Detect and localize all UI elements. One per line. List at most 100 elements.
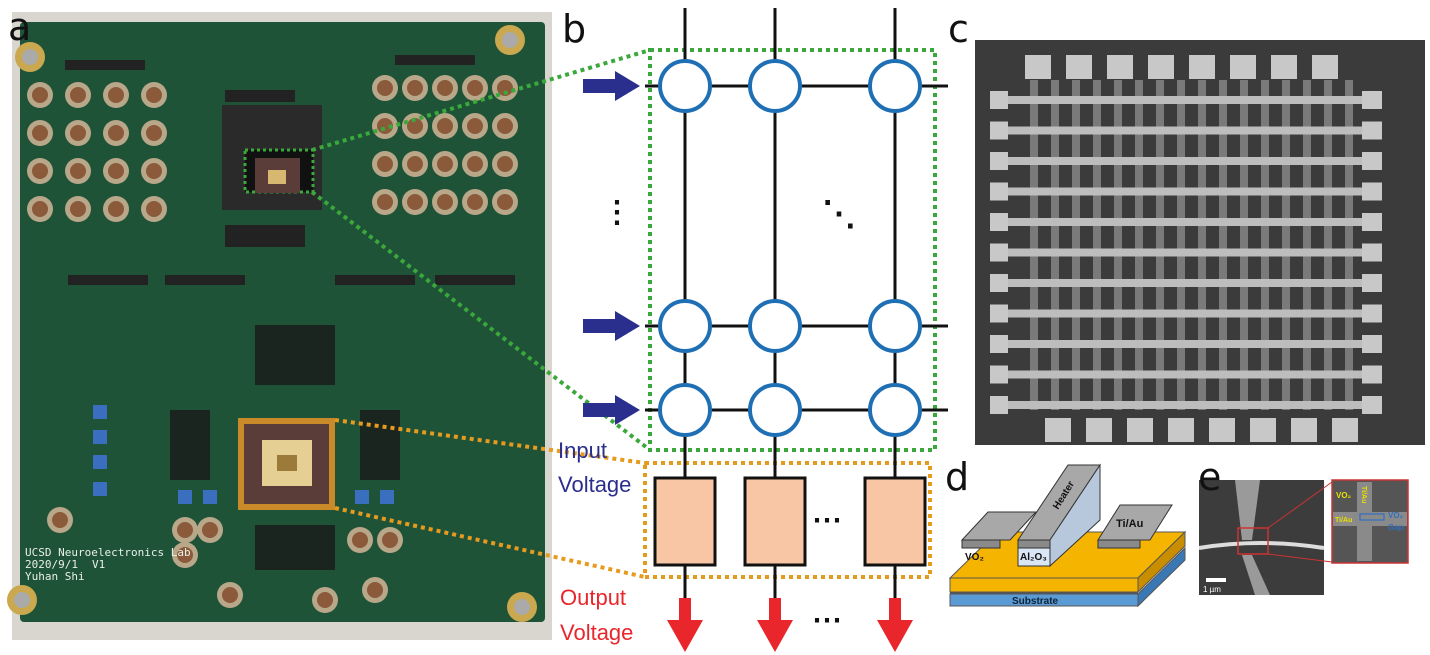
- memristor-node: [748, 299, 802, 353]
- column-electrode: [1051, 80, 1059, 410]
- top-pad: [1230, 55, 1256, 79]
- vo2-label: VO₂: [965, 552, 984, 563]
- output-voltage-label-2: Voltage: [560, 620, 633, 645]
- bnc-connector-core: [382, 532, 398, 548]
- bnc-connector-core: [146, 87, 162, 103]
- al2o3-label: Al₂O₃: [1020, 552, 1047, 563]
- bnc-connector-core: [146, 125, 162, 141]
- bnc-connector-core: [108, 125, 124, 141]
- bnc-connector-core: [177, 522, 193, 538]
- column-electrode: [1093, 80, 1101, 410]
- top-chip-socket: [222, 105, 322, 210]
- left-pad: [990, 152, 1008, 170]
- bnc-connector-core: [497, 80, 513, 96]
- bottom-pad: [1250, 418, 1276, 442]
- right-pad: [1362, 121, 1382, 140]
- bnc-connector-core: [437, 118, 453, 134]
- bnc-connector-core: [467, 194, 483, 210]
- corner-screws: [7, 25, 537, 622]
- column-electrode: [1198, 80, 1206, 410]
- row-electrode: [1008, 340, 1368, 348]
- column-electrode: [1324, 80, 1332, 410]
- right-pad: [1362, 152, 1382, 170]
- bottom-pad: [1127, 418, 1153, 442]
- top-pad: [1271, 55, 1297, 79]
- bnc-connector-core: [32, 163, 48, 179]
- bnc-connector-core: [70, 125, 86, 141]
- right-pad: [1362, 91, 1382, 109]
- output-arrow: [667, 598, 703, 652]
- left-pad: [990, 213, 1008, 231]
- panel-d-device-schematic: [948, 463, 1187, 608]
- row-electrode: [1008, 279, 1368, 287]
- top-pad: [1312, 55, 1338, 79]
- bnc-connector-core: [317, 592, 333, 608]
- input-voltage-label-2: Voltage: [558, 472, 631, 497]
- column-electrode: [1114, 80, 1122, 410]
- column-electrode: [1219, 80, 1227, 410]
- bnc-connector-core: [377, 156, 393, 172]
- memristor-node: [868, 383, 922, 437]
- panel-b-crossbar: [583, 8, 948, 652]
- input-arrow: [583, 311, 640, 341]
- row-electrode: [1008, 96, 1368, 104]
- panel-e-sem-image: [1198, 479, 1409, 595]
- pcb-lab-text: UCSD Neuroelectronics Lab: [25, 546, 191, 559]
- scale-bar-label: 1 µm: [1203, 585, 1221, 594]
- bnc-connector-core: [497, 118, 513, 134]
- output-voltage-label-1: Output: [560, 585, 626, 610]
- input-arrow: [583, 395, 640, 425]
- bnc-connector-core: [146, 201, 162, 217]
- bnc-connector-core: [52, 512, 68, 528]
- bnc-connector-core: [108, 201, 124, 217]
- column-electrode: [1303, 80, 1311, 410]
- left-pad: [990, 274, 1008, 292]
- memristor-node: [868, 59, 922, 113]
- tiau-label: Ti/Au: [1116, 518, 1143, 530]
- column-electrode: [1177, 80, 1185, 410]
- bnc-connector-core: [467, 156, 483, 172]
- column-electrode: [1240, 80, 1248, 410]
- panel-label-b: b: [562, 7, 586, 51]
- right-pad: [1362, 274, 1382, 292]
- row-electrode: [1008, 218, 1368, 226]
- memristor-node: [658, 383, 712, 437]
- bnc-connector-core: [70, 163, 86, 179]
- left-pad: [990, 182, 1008, 201]
- right-pad: [1362, 213, 1382, 231]
- output-arrow: [757, 598, 793, 652]
- output-arrow: [877, 598, 913, 652]
- bottom-pad: [1086, 418, 1112, 442]
- panel-c-sem-array: [975, 40, 1425, 445]
- inset-tiau-label: Ti/Au: [1335, 517, 1352, 524]
- bnc-connector-core: [70, 87, 86, 103]
- memristor-node: [748, 59, 802, 113]
- bnc-connector-core: [202, 522, 218, 538]
- bnc-connector-core: [467, 80, 483, 96]
- bnc-connector-core: [497, 194, 513, 210]
- bnc-connector-core: [367, 582, 383, 598]
- column-electrode: [1072, 80, 1080, 410]
- diagonal-ellipsis: ⋱: [822, 195, 856, 233]
- top-pad: [1066, 55, 1092, 79]
- left-pad: [990, 304, 1008, 323]
- vertical-ellipsis: ⋮: [602, 196, 632, 229]
- row-electrode: [1008, 157, 1368, 165]
- column-electrode: [1135, 80, 1143, 410]
- bnc-connector-core: [377, 118, 393, 134]
- bnc-connector-core: [146, 163, 162, 179]
- left-pad: [990, 335, 1008, 353]
- memristor-node: [748, 383, 802, 437]
- bnc-connector-core: [407, 118, 423, 134]
- bottom-chip-socket: [238, 418, 335, 510]
- bnc-connector-core: [32, 201, 48, 217]
- column-electrode: [1156, 80, 1164, 410]
- row-electrode: [1008, 126, 1368, 135]
- column-electrode: [1030, 80, 1038, 410]
- bottom-pad: [1332, 418, 1358, 442]
- inset-vo2-label: VO₂: [1336, 491, 1352, 500]
- bnc-connector-core: [32, 125, 48, 141]
- bottom-pad: [1045, 418, 1071, 442]
- bnc-connector-core: [108, 87, 124, 103]
- memristor-node: [868, 299, 922, 353]
